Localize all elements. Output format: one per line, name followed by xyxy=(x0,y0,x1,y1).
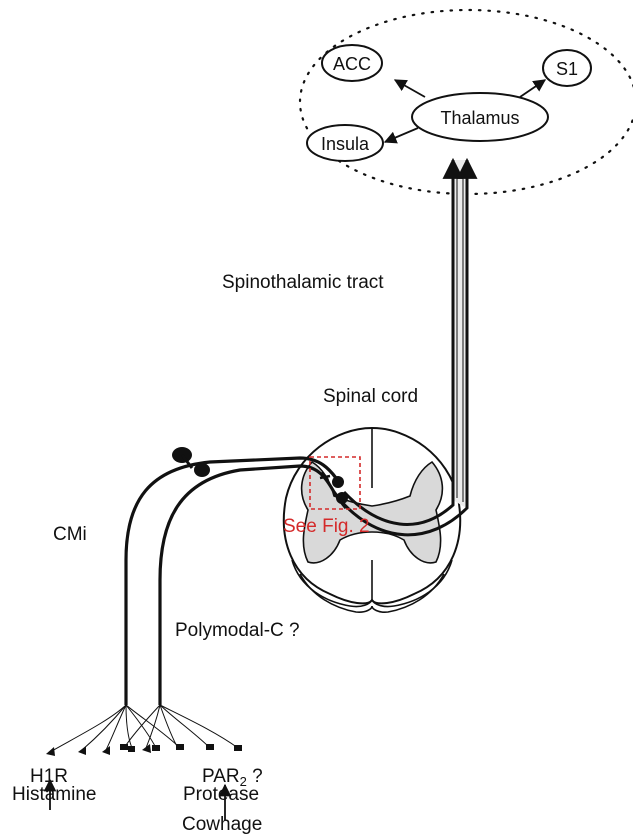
cmi-label: CMi xyxy=(53,524,87,545)
acc-label: ACC xyxy=(333,54,371,74)
dorsal-horn-neuron-2 xyxy=(336,492,348,504)
protease-label: Protease xyxy=(183,784,259,805)
histamine-label: Histamine xyxy=(12,784,96,805)
spinothalamic-tract-fill xyxy=(453,160,466,508)
s1-label: S1 xyxy=(556,59,578,79)
peripheral-terminal-endings xyxy=(46,744,242,756)
polymodal-c-label: Polymodal-C ? xyxy=(175,620,300,641)
arrow-thalamus-to-acc xyxy=(395,80,425,97)
arrow-thalamus-to-s1 xyxy=(520,80,545,97)
arrow-thalamus-to-insula xyxy=(385,128,418,142)
see-fig-2-label: See Fig. 2 xyxy=(283,516,370,537)
spinal-cord-label: Spinal cord xyxy=(323,386,418,407)
dorsal-horn-neuron-1 xyxy=(332,476,344,488)
insula-label: Insula xyxy=(321,134,370,154)
thalamus-label: Thalamus xyxy=(440,108,519,128)
cowhage-label: Cowhage xyxy=(182,814,262,835)
polymodal-ganglion-cell xyxy=(194,463,210,477)
spinothalamic-tract-label: Spinothalamic tract xyxy=(222,272,384,293)
